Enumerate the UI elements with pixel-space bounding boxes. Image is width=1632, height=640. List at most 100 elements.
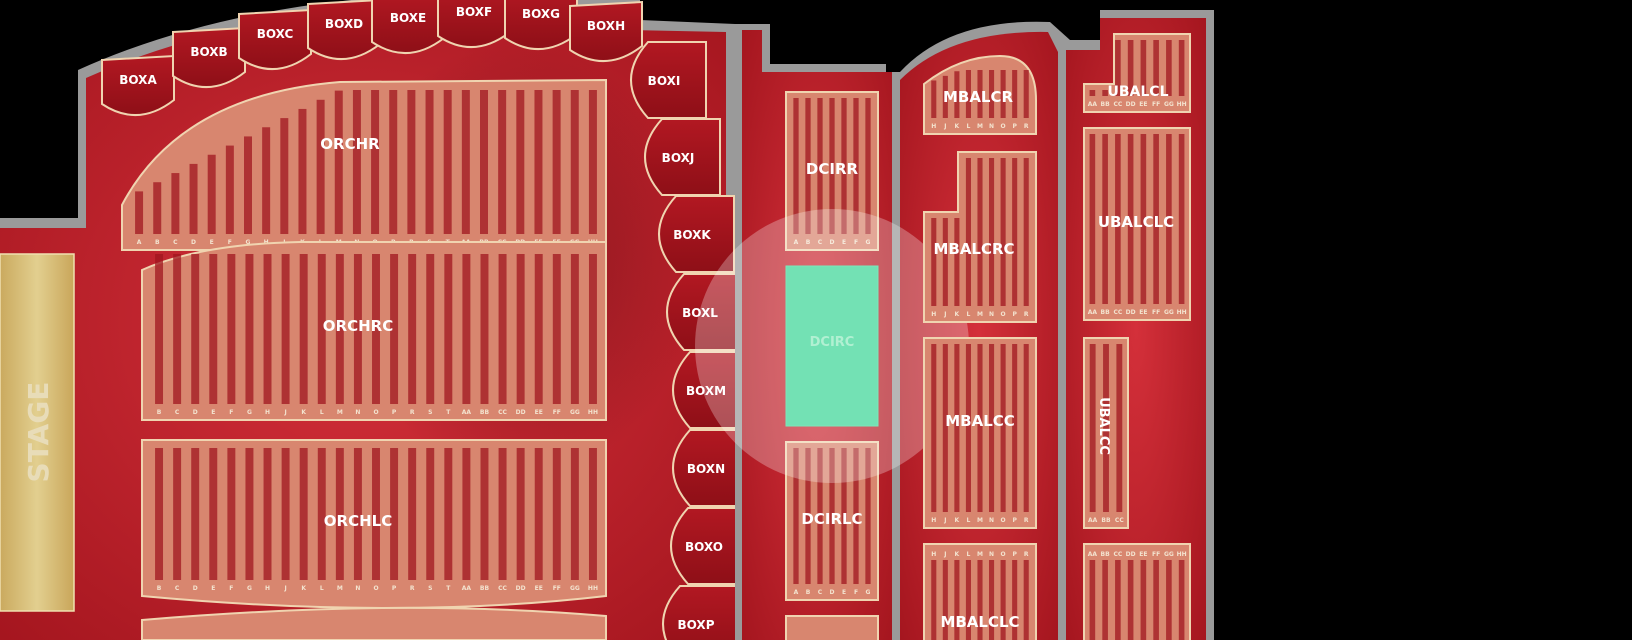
row-label: O xyxy=(373,409,378,416)
box-boxk[interactable]: BOXK xyxy=(658,195,735,273)
row-label: P xyxy=(1012,311,1017,318)
row-label: J xyxy=(943,123,946,130)
seat-row xyxy=(480,254,489,404)
box-boxl[interactable]: BOXL xyxy=(666,273,743,351)
seat-row xyxy=(516,448,525,580)
stage-label: STAGE xyxy=(22,382,55,483)
seat-row xyxy=(516,254,525,404)
row-label: C xyxy=(818,239,823,246)
seat-row xyxy=(173,448,182,580)
box-boxe[interactable]: BOXE xyxy=(371,0,445,54)
seat-row xyxy=(954,71,960,118)
seat-row xyxy=(588,254,597,404)
row-label: O xyxy=(1001,517,1006,524)
row-label: P xyxy=(1012,123,1017,130)
box-boxa[interactable]: BOXA xyxy=(101,54,175,116)
seat-row xyxy=(1166,134,1172,304)
row-label: E xyxy=(842,589,846,596)
row-label: DD xyxy=(1126,551,1136,558)
row-label: GG xyxy=(570,585,580,592)
seat-row xyxy=(299,254,308,404)
row-label: C xyxy=(175,585,180,592)
section-dcirc[interactable]: DCIRC xyxy=(785,265,879,427)
row-label: F xyxy=(229,409,233,416)
seat-row xyxy=(805,448,811,584)
box-boxg-label: BOXG xyxy=(522,7,560,21)
seat-row xyxy=(245,254,254,404)
seat-row xyxy=(817,448,823,584)
box-boxi[interactable]: BOXI xyxy=(630,41,707,119)
seat-row xyxy=(189,163,198,234)
section-dcirr-label: DCIRR xyxy=(806,160,859,178)
row-label: M xyxy=(977,517,983,524)
row-label: EE xyxy=(535,409,543,416)
row-label: AA xyxy=(1088,309,1098,316)
row-label: C xyxy=(818,589,823,596)
box-boxp-label: BOXP xyxy=(678,618,715,632)
box-boxd[interactable]: BOXD xyxy=(307,0,381,60)
seat-row xyxy=(209,448,218,580)
row-label: K xyxy=(955,123,960,130)
box-boxb[interactable]: BOXB xyxy=(172,26,246,88)
box-boxj[interactable]: BOXJ xyxy=(644,118,721,196)
seat-row xyxy=(335,448,344,580)
box-boxc[interactable]: BOXC xyxy=(238,8,312,70)
row-label: BB xyxy=(1101,517,1111,524)
box-boxh[interactable]: BOXH xyxy=(569,0,643,62)
seat-row xyxy=(1166,40,1172,96)
seat-row xyxy=(570,90,579,234)
seat-row xyxy=(534,90,543,234)
box-boxp[interactable]: BOXP xyxy=(662,585,739,640)
box-boxf[interactable]: BOXF xyxy=(437,0,511,48)
section-orchr[interactable]: ABCDEFGHJKLMNOPRSTAABBCCDDEEFFGGHH ORCHR xyxy=(121,78,607,251)
row-label: O xyxy=(373,585,378,592)
row-label: D xyxy=(193,409,198,416)
seat-row xyxy=(817,98,823,234)
seat-row xyxy=(209,254,218,404)
seat-row xyxy=(1178,40,1185,96)
box-boxn[interactable]: BOXN xyxy=(672,429,749,507)
seat-row xyxy=(444,254,453,404)
seat-row xyxy=(965,560,971,640)
box-boxo[interactable]: BOXO xyxy=(670,507,747,585)
seat-row xyxy=(135,191,144,234)
seat-row xyxy=(853,98,859,234)
row-label: O xyxy=(1001,311,1006,318)
seat-row xyxy=(299,448,308,580)
seat-row xyxy=(954,560,960,640)
box-boxm[interactable]: BOXM xyxy=(672,351,749,429)
seat-row xyxy=(408,448,417,580)
seat-row xyxy=(1089,90,1096,96)
seat-row xyxy=(570,254,579,404)
box-boxo-label: BOXO xyxy=(685,540,723,554)
row-label: L xyxy=(967,311,971,318)
seat-row xyxy=(1089,560,1096,640)
row-label: GG xyxy=(1164,551,1174,558)
row-label: DD xyxy=(1126,101,1136,108)
seat-row xyxy=(965,344,971,512)
seat-row xyxy=(390,448,399,580)
seat-row xyxy=(207,154,216,234)
seat-row xyxy=(931,218,937,306)
row-label: GG xyxy=(1164,101,1174,108)
seat-row xyxy=(989,158,995,306)
box-boxg[interactable]: BOXG xyxy=(504,0,578,50)
seat-row xyxy=(461,90,470,234)
row-label: C xyxy=(173,239,178,246)
seat-row xyxy=(829,98,835,234)
row-label: O xyxy=(1001,123,1006,130)
